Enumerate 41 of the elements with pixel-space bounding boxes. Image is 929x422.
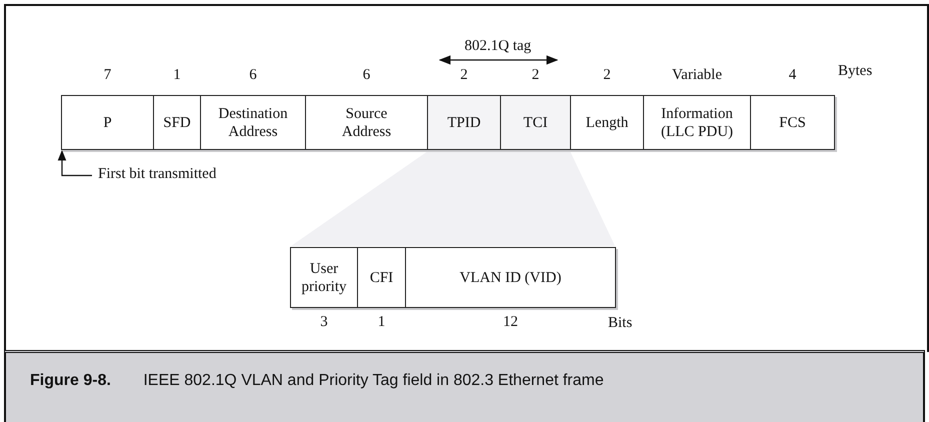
unit-label: Bytes (838, 63, 872, 80)
field-box (427, 95, 501, 150)
unit-label: Bits (608, 315, 632, 332)
field-name: TPID (447, 114, 481, 132)
size-value: 3 (319, 314, 329, 331)
size-value: 1 (172, 67, 182, 84)
figure-caption: Figure 9-8. IEEE 802.1Q VLAN and Priority Tag field in 802.3 Ethernet frame (30, 372, 604, 390)
field-box (357, 247, 406, 308)
field-name: CFI (370, 268, 394, 286)
size-value: 7 (102, 67, 112, 84)
field-name: VLAN ID (VID) (460, 268, 562, 286)
field-name: P (103, 114, 112, 132)
size-value: 2 (530, 67, 540, 84)
field-box (200, 95, 306, 150)
field-box (305, 95, 428, 150)
size-value: 2 (459, 67, 469, 84)
leader-arrow (58, 150, 92, 176)
field-name: Information (LLC PDU) (660, 104, 734, 140)
field-box (405, 247, 616, 308)
size-value: 1 (376, 314, 386, 331)
size-value: 2 (602, 67, 612, 84)
field-name: TCI (523, 114, 548, 132)
field-name: FCS (779, 114, 806, 132)
field-name: Source Address (340, 104, 392, 140)
field-name: User priority (300, 260, 348, 296)
size-value: 4 (788, 67, 798, 84)
field-box (500, 95, 571, 150)
field-box (643, 95, 751, 150)
field-box (290, 247, 358, 308)
field-name: Length (586, 114, 628, 132)
field-box (570, 95, 644, 150)
tag-label: 802.1Q tag (464, 38, 532, 55)
size-value: Variable (671, 67, 723, 84)
field-name: SFD (163, 114, 191, 132)
field-box (153, 95, 201, 150)
annotation-text: First bit transmitted (92, 166, 216, 183)
size-value: 6 (248, 67, 258, 84)
size-value: 6 (362, 67, 372, 84)
field-name: Destination Address (217, 104, 289, 140)
field-box (61, 95, 154, 150)
field-box (750, 95, 835, 150)
